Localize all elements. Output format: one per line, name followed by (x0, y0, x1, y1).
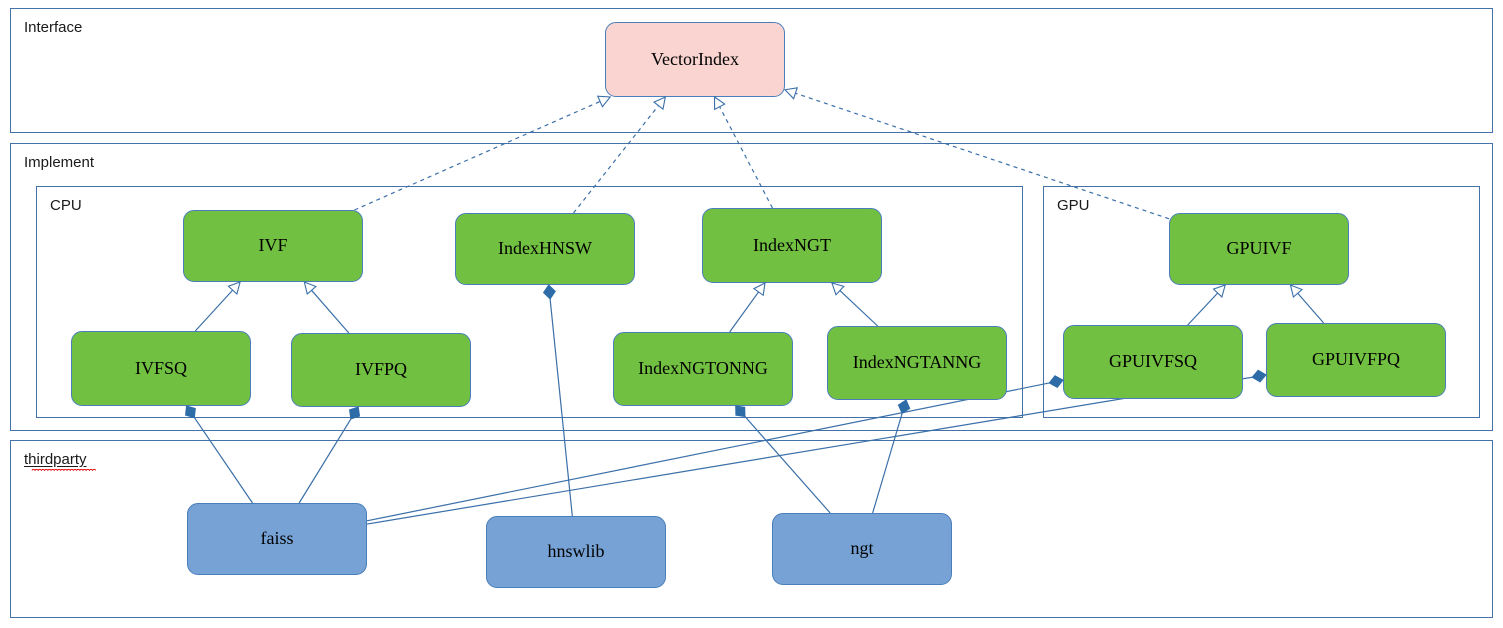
node-indexngtanng[interactable]: IndexNGTANNG (827, 326, 1007, 400)
node-label-gpuivf: GPUIVF (1226, 238, 1292, 259)
node-label-gpuivfpq: GPUIVFPQ (1311, 349, 1401, 370)
node-hnswlib[interactable]: hnswlib (486, 516, 666, 588)
node-label-vectorindex: VectorIndex (651, 48, 739, 69)
node-gpuivfpq[interactable]: GPUIVFPQ (1266, 323, 1446, 397)
node-indexngtonng[interactable]: IndexNGTONNG (613, 332, 793, 406)
node-label-ngt: ngt (850, 538, 874, 559)
node-indexngt[interactable]: IndexNGT (702, 208, 882, 283)
node-gpuivfsq[interactable]: GPUIVFSQ (1063, 325, 1243, 399)
node-label-ivf: IVF (258, 235, 288, 256)
package-label-implement: Implement (24, 154, 95, 171)
package-label-interface: Interface (24, 19, 83, 36)
node-faiss[interactable]: faiss (187, 503, 367, 575)
node-ivfpq[interactable]: IVFPQ (291, 333, 471, 407)
node-label-indexngtanng: IndexNGTANNG (852, 352, 982, 373)
node-ngt[interactable]: ngt (772, 513, 952, 585)
node-label-gpuivfsq: GPUIVFSQ (1108, 351, 1198, 372)
node-ivf[interactable]: IVF (183, 210, 363, 282)
node-label-ivfsq: IVFSQ (134, 357, 187, 378)
node-gpuivf[interactable]: GPUIVF (1169, 213, 1349, 285)
node-ivfsq[interactable]: IVFSQ (71, 331, 251, 406)
node-label-ivfpq: IVFPQ (354, 359, 407, 380)
node-label-indexngtonng: IndexNGTONNG (638, 358, 768, 379)
package-label-cpu: CPU (50, 197, 82, 214)
node-label-indexhnsw: IndexHNSW (498, 238, 592, 259)
node-indexhnsw[interactable]: IndexHNSW (455, 213, 635, 285)
node-label-indexngt: IndexNGT (753, 234, 831, 255)
package-label-gpu: GPU (1057, 197, 1090, 214)
node-vectorindex[interactable]: VectorIndex (605, 22, 785, 97)
node-label-hnswlib: hnswlib (547, 541, 605, 562)
node-label-faiss: faiss (260, 528, 294, 549)
package-label-thirdparty: thirdparty (24, 451, 87, 468)
package-gpu (1043, 186, 1480, 418)
